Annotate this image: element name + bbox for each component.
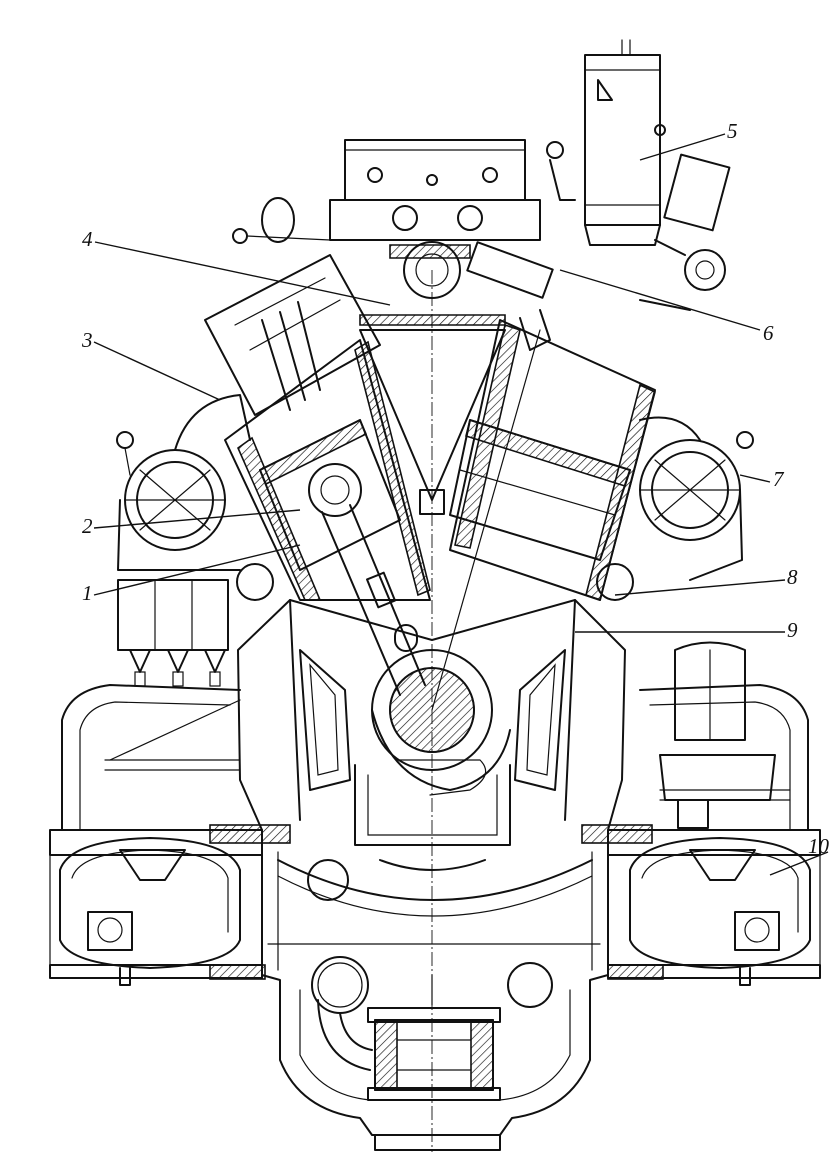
oil-gallery-left: [307, 859, 349, 901]
oil-gallery-right: [507, 962, 553, 1008]
exhaust-manifold-left: [116, 394, 251, 571]
valley-cover: [359, 314, 506, 515]
filter-cartridges: [117, 579, 229, 687]
exhaust-manifold-right: [639, 416, 754, 581]
mount-flange: [49, 824, 821, 980]
oil-filter-right: [659, 641, 776, 829]
callout-10: 10: [808, 834, 830, 858]
callout-labels: 1 2 3 4 5 6 7 8 9 10: [81, 119, 830, 858]
right-cylinder-bank: [431, 241, 656, 711]
oil-cooler-right: [629, 837, 811, 986]
fuel-pump-housing: [329, 139, 541, 299]
generator: [584, 39, 666, 246]
hydraulic-accumulator-left: [236, 563, 274, 601]
oil-pump: [367, 974, 501, 1101]
callout-7: 7: [773, 467, 785, 491]
left-cylinder-bank: [204, 254, 431, 696]
engine-support-right: [639, 684, 809, 831]
oil-cooler-left: [59, 837, 241, 986]
oil-pickup-pipe: [311, 956, 373, 1071]
breather-fittings: [232, 141, 576, 244]
callout-9: 9: [787, 618, 798, 642]
callout-3: 3: [81, 328, 93, 352]
engine-support-left: [61, 684, 241, 831]
callout-6: 6: [763, 321, 774, 345]
oil-sump: [261, 837, 609, 1151]
fuel-filter: [639, 153, 731, 311]
crankcase: [237, 599, 626, 871]
crankshaft: [371, 649, 511, 796]
callout-1: 1: [82, 581, 93, 605]
callout-8: 8: [787, 565, 798, 589]
hydraulic-accumulator-right: [596, 563, 634, 601]
callout-2: 2: [82, 514, 93, 538]
callout-5: 5: [727, 119, 738, 143]
callout-leaders: [93, 133, 829, 876]
callout-4: 4: [82, 227, 93, 251]
